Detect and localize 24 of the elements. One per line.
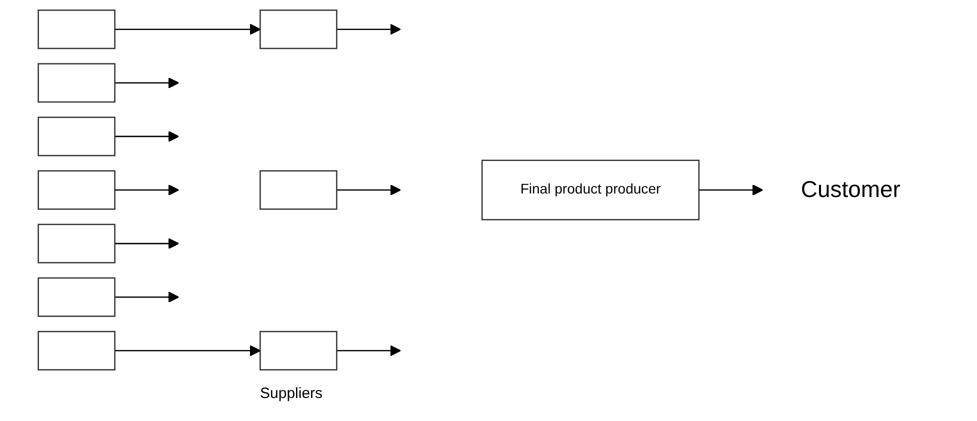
caption-text: Suppliers <box>260 385 323 402</box>
process-box <box>38 330 116 370</box>
arrow <box>114 77 180 88</box>
arrow <box>336 24 401 35</box>
process-box <box>38 10 116 50</box>
process-box <box>260 10 338 50</box>
process-box <box>38 63 116 103</box>
arrow <box>114 238 180 250</box>
arrow <box>114 345 261 356</box>
text-label: Customer <box>800 176 900 202</box>
arrow <box>114 184 180 196</box>
process-box <box>260 170 338 210</box>
arrow <box>114 24 261 35</box>
arrow <box>114 292 180 303</box>
process-box <box>260 330 338 370</box>
process-box <box>38 170 116 210</box>
arrow <box>336 345 401 356</box>
process-box <box>38 116 116 156</box>
process-box: Final product producer <box>481 160 700 220</box>
arrow <box>114 130 180 142</box>
process-box <box>38 224 116 264</box>
arrow <box>336 184 401 196</box>
process-box <box>38 277 116 317</box>
arrow <box>698 184 764 196</box>
